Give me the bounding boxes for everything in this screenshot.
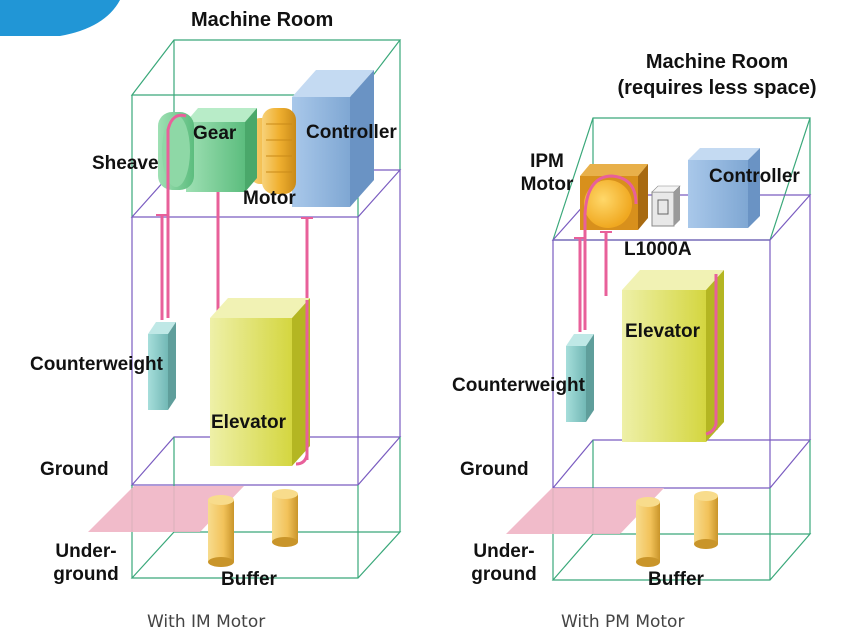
left-title: Machine Room	[191, 9, 334, 31]
right-ipm-motor-label: IPM Motor	[512, 150, 582, 196]
left-underground-line2: ground	[53, 564, 119, 585]
right-ground-panel	[506, 488, 664, 534]
left-underground-label: Under- ground	[46, 540, 126, 586]
right-diagram-graphics	[506, 117, 812, 581]
left-caption: With IM Motor	[147, 612, 266, 632]
right-drive-label: L1000A	[624, 239, 692, 260]
right-caption: With PM Motor	[561, 612, 685, 632]
left-buffer-1	[208, 495, 234, 567]
right-controller-block	[688, 148, 760, 228]
corner-accent	[0, 0, 120, 36]
left-ground-panel	[88, 486, 244, 532]
left-motor-label: Motor	[243, 188, 296, 209]
right-title-line2: (requires less space)	[617, 77, 817, 99]
right-underground-label: Under- ground	[464, 540, 544, 586]
right-underground-line2: ground	[471, 564, 537, 585]
right-shaft-box	[551, 194, 812, 489]
left-diagram-graphics	[88, 39, 402, 579]
left-buffer-2	[272, 489, 298, 547]
left-rope-anchors	[156, 214, 313, 219]
left-counterweight-block	[148, 322, 176, 410]
right-buffer-1	[636, 497, 660, 567]
right-elevator-label: Elevator	[625, 321, 700, 342]
left-elevator-label: Elevator	[211, 412, 286, 433]
right-controller-label: Controller	[709, 166, 800, 187]
left-elevator-car	[210, 298, 310, 466]
right-rope-anchors	[574, 231, 612, 239]
right-title-line1: Machine Room	[645, 51, 789, 73]
left-ground-label: Ground	[40, 459, 109, 480]
right-elevator-car	[622, 270, 724, 442]
right-buffer-2	[694, 491, 718, 549]
right-ground-label: Ground	[460, 459, 529, 480]
left-controller-block	[292, 70, 374, 207]
left-pit-box	[130, 437, 402, 579]
left-sheave	[158, 112, 194, 190]
left-underground-line1: Under-	[55, 541, 117, 562]
right-underground-line1: Under-	[473, 541, 535, 562]
right-counterweight-block	[566, 334, 594, 422]
left-buffer-label: Buffer	[221, 569, 277, 590]
right-title: Machine Room (requires less space)	[597, 49, 837, 101]
left-controller-label: Controller	[306, 122, 397, 143]
right-ipm-motor	[580, 164, 648, 230]
left-motor-block	[250, 108, 296, 194]
left-counterweight-label: Counterweight	[30, 354, 163, 375]
left-sheave-label: Sheave	[92, 153, 159, 174]
right-ipm-line1: IPM	[530, 151, 564, 172]
left-gear-label: Gear	[193, 123, 237, 144]
right-ipm-line2: Motor	[520, 174, 574, 195]
right-buffer-label: Buffer	[648, 569, 704, 590]
left-gear-block	[186, 108, 257, 192]
right-drive-unit	[651, 185, 681, 227]
right-counterweight-label: Counterweight	[452, 375, 585, 396]
